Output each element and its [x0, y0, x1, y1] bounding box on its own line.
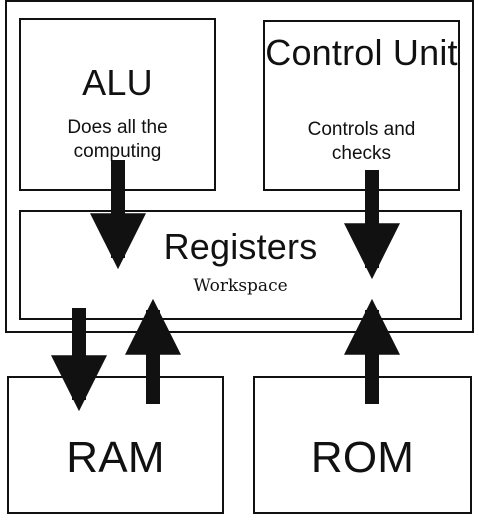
registers-title: Registers: [163, 226, 318, 267]
alu-title: ALU: [82, 62, 153, 103]
control-unit-node: Control Unit Controls and checks: [263, 20, 460, 191]
control-unit-title: Control Unit: [265, 32, 458, 73]
registers-node: Registers Workspace: [19, 210, 462, 320]
ram-title: RAM: [66, 433, 165, 482]
alu-description: Does all the computing: [67, 117, 168, 162]
rom-title: ROM: [310, 433, 415, 482]
control-unit-description: Controls and checks: [307, 119, 416, 164]
rom-node: ROM: [253, 376, 472, 514]
ram-node: RAM: [7, 376, 224, 514]
registers-description: Workspace: [193, 276, 288, 296]
alu-node: ALU Does all the computing: [19, 18, 216, 191]
